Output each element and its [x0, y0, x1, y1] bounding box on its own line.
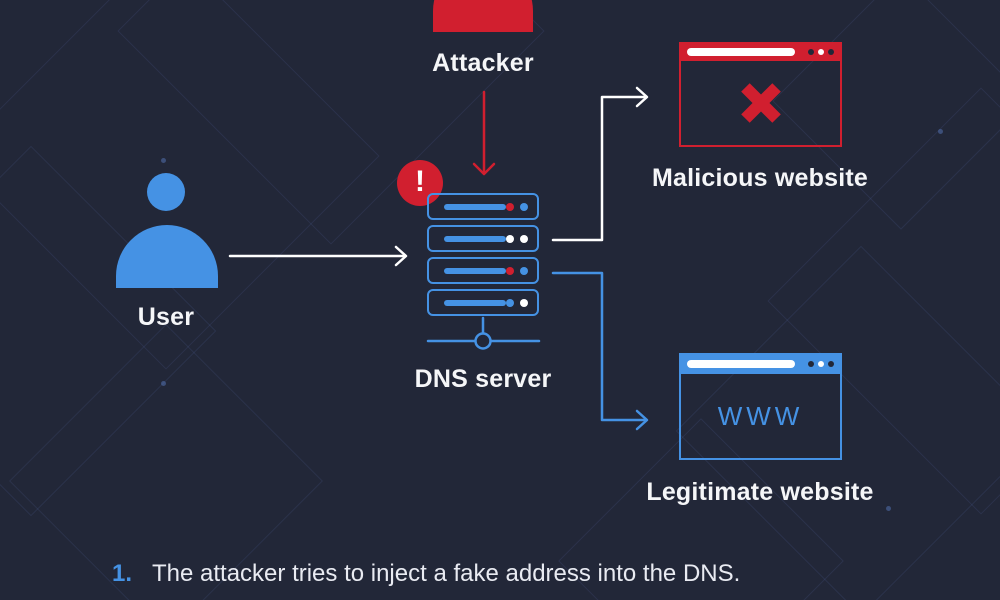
window-buttons	[808, 360, 834, 367]
window-dot	[808, 360, 814, 367]
server-unit	[427, 257, 539, 284]
server-led	[506, 266, 514, 275]
browser-content: WWW	[679, 374, 842, 460]
server-led	[520, 266, 528, 275]
window-dot	[808, 48, 814, 55]
server-unit	[427, 289, 539, 316]
malicious-website-window	[679, 42, 842, 147]
window-dot	[818, 360, 824, 367]
server-led	[506, 298, 514, 307]
window-dot	[828, 360, 834, 367]
server-led	[506, 234, 514, 243]
www-text: WWW	[717, 400, 804, 431]
server-led	[520, 234, 528, 243]
legitimate-website-label: Legitimate website	[646, 478, 874, 506]
address-bar	[687, 359, 795, 368]
server-unit	[427, 193, 539, 220]
server-led	[506, 202, 514, 211]
dns-server-label: DNS server	[414, 365, 552, 393]
step-text: The attacker tries to inject a fake addr…	[152, 560, 741, 587]
server-bar	[444, 267, 506, 274]
server-led	[520, 298, 528, 307]
step-number: 1.	[112, 560, 133, 587]
server-bar	[444, 203, 506, 210]
user-label: User	[137, 303, 195, 331]
window-buttons	[808, 48, 834, 55]
server-bar	[444, 235, 506, 242]
attacker-label: Attacker	[432, 49, 534, 77]
caption-step-1: 1. The attacker tries to inject a fake a…	[112, 560, 932, 588]
address-bar	[687, 47, 795, 56]
x-mark-icon	[737, 79, 785, 127]
browser-titlebar	[679, 353, 842, 374]
window-dot	[818, 48, 824, 55]
server-led	[520, 202, 528, 211]
server-stack-icon	[427, 193, 539, 321]
browser-content	[679, 61, 842, 147]
server-bar	[444, 299, 506, 306]
server-unit	[427, 225, 539, 252]
malicious-website-label: Malicious website	[652, 164, 868, 192]
browser-titlebar	[679, 42, 842, 61]
window-dot	[828, 48, 834, 55]
attacker-person-icon	[433, 0, 533, 32]
user-person-icon	[147, 173, 185, 211]
warning-exclamation-icon: !	[397, 160, 443, 206]
legitimate-website-window: WWW	[679, 353, 842, 460]
warning-glyph: !	[415, 165, 425, 198]
